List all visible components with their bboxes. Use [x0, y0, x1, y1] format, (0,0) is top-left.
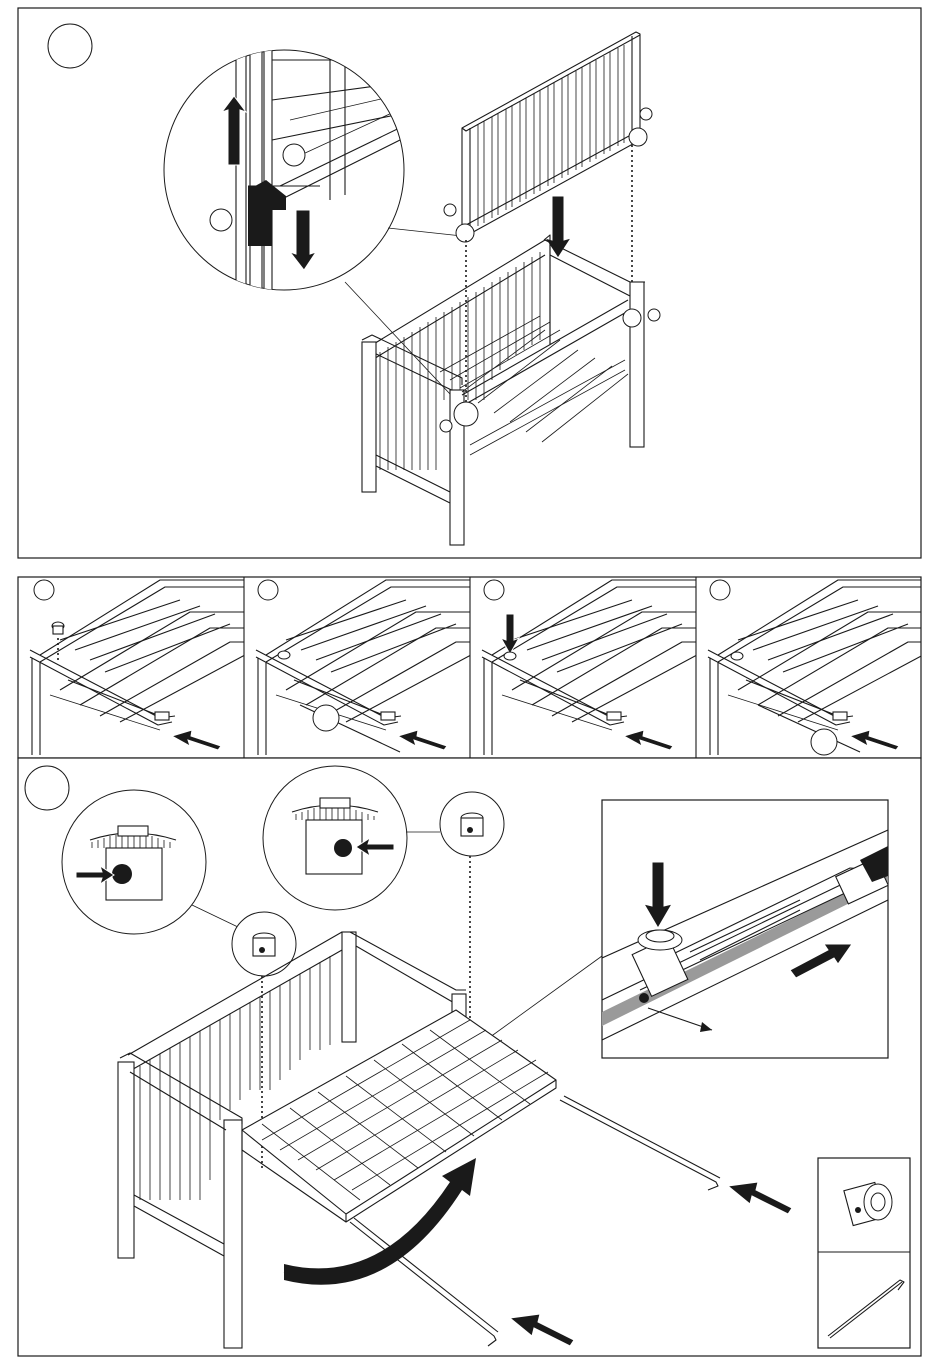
step-frame-main — [18, 8, 921, 558]
connector-nut-icon — [278, 651, 290, 659]
connector-detail-right — [263, 766, 407, 910]
step-marker-5 — [710, 580, 730, 600]
callout-circle — [210, 209, 232, 231]
step-marker-6 — [25, 766, 69, 810]
callout-circle — [440, 420, 452, 432]
rail-detail-inset — [602, 800, 888, 1058]
connector-nut-icon — [232, 912, 296, 976]
connector-nut-icon — [440, 792, 504, 856]
callout-circle — [648, 309, 660, 321]
step-marker-2 — [34, 580, 54, 600]
connector-nut-icon — [731, 652, 743, 660]
step-marker-1 — [48, 24, 92, 68]
callout-circle — [640, 108, 652, 120]
connector-nut-icon — [52, 622, 64, 634]
step-marker-3 — [258, 580, 278, 600]
step-marker-4 — [484, 580, 504, 600]
connector-nut-icon — [504, 652, 516, 660]
callout-circle — [283, 144, 305, 166]
callout-circle — [444, 204, 456, 216]
connector-detail-left — [62, 790, 206, 934]
parts-legend — [818, 1158, 910, 1348]
